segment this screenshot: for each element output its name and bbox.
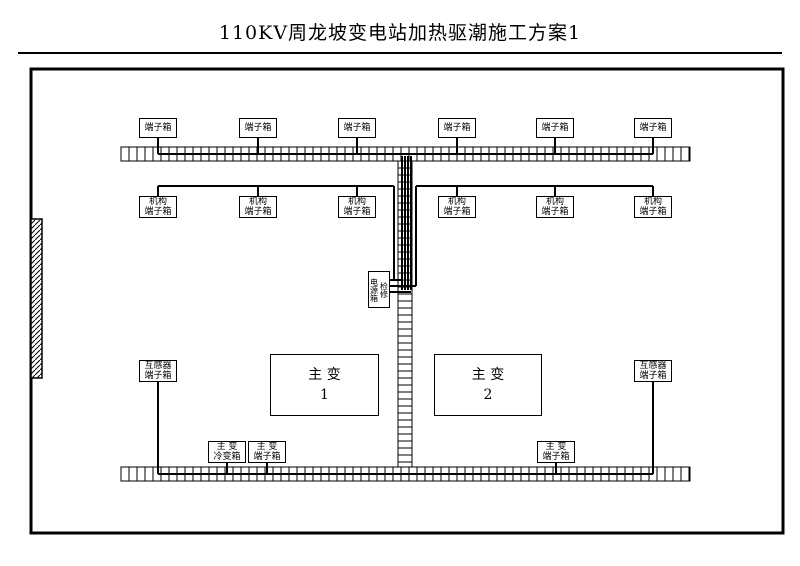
maintenance-power-box: 检修电源箱 — [368, 271, 390, 308]
terminal-box-top-3: 端子箱 — [338, 118, 376, 138]
diagram-title: 110KV周龙坡变电站加热驱潮施工方案1 — [218, 22, 582, 44]
cable-runs — [157, 138, 654, 475]
ct-terminal-box-left: 互感器端子箱 — [139, 360, 177, 382]
mech-terminal-box-4: 机构端子箱 — [438, 196, 476, 218]
transformer-terminal-box-1: 主 变端子箱 — [248, 441, 286, 463]
mech-terminal-box-5: 机构端子箱 — [536, 196, 574, 218]
ct-terminal-box-right: 互感器端子箱 — [634, 360, 672, 382]
terminal-box-top-2: 端子箱 — [239, 118, 277, 138]
mech-terminal-box-2: 机构端子箱 — [239, 196, 277, 218]
terminal-box-top-6: 端子箱 — [634, 118, 672, 138]
terminal-box-top-4: 端子箱 — [438, 118, 476, 138]
transformer-terminal-box-2: 主 变端子箱 — [537, 441, 575, 463]
terminal-box-top-5: 端子箱 — [536, 118, 574, 138]
transformer-cooling-box: 主 变冷变箱 — [208, 441, 246, 463]
mech-terminal-box-6: 机构端子箱 — [634, 196, 672, 218]
title-underline — [18, 52, 782, 54]
hatched-wall — [30, 218, 43, 379]
mech-terminal-box-1: 机构端子箱 — [139, 196, 177, 218]
mech-terminal-box-3: 机构端子箱 — [338, 196, 376, 218]
terminal-box-top-1: 端子箱 — [139, 118, 177, 138]
